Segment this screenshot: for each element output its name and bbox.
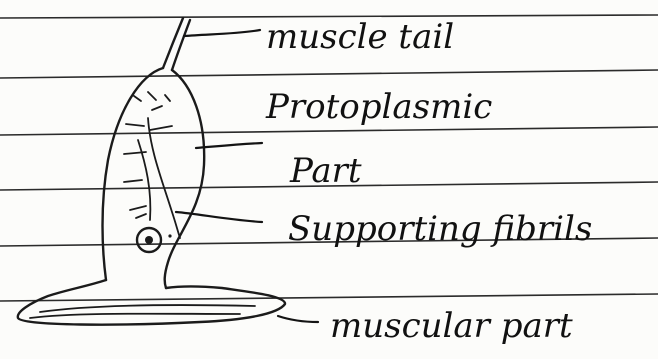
supporting-fibril <box>148 118 180 238</box>
leader-muscle-tail <box>184 30 260 36</box>
muscle-tail <box>163 18 183 68</box>
label-protoplasmic-line1: Protoplasmic <box>265 87 492 127</box>
nucleolus <box>145 236 153 244</box>
label-muscular-part: muscular part <box>330 306 573 346</box>
cell-body-outline <box>103 68 205 288</box>
label-muscle-tail: muscle tail <box>266 17 454 57</box>
leader-muscular-part <box>278 316 318 322</box>
leader-protoplasmic-part <box>196 143 262 148</box>
muscular-base <box>18 280 285 325</box>
label-protoplasmic-line2: Part <box>289 151 362 191</box>
label-supporting-fibrils: Supporting fibrils <box>288 209 592 249</box>
cell-drawing <box>18 18 285 325</box>
